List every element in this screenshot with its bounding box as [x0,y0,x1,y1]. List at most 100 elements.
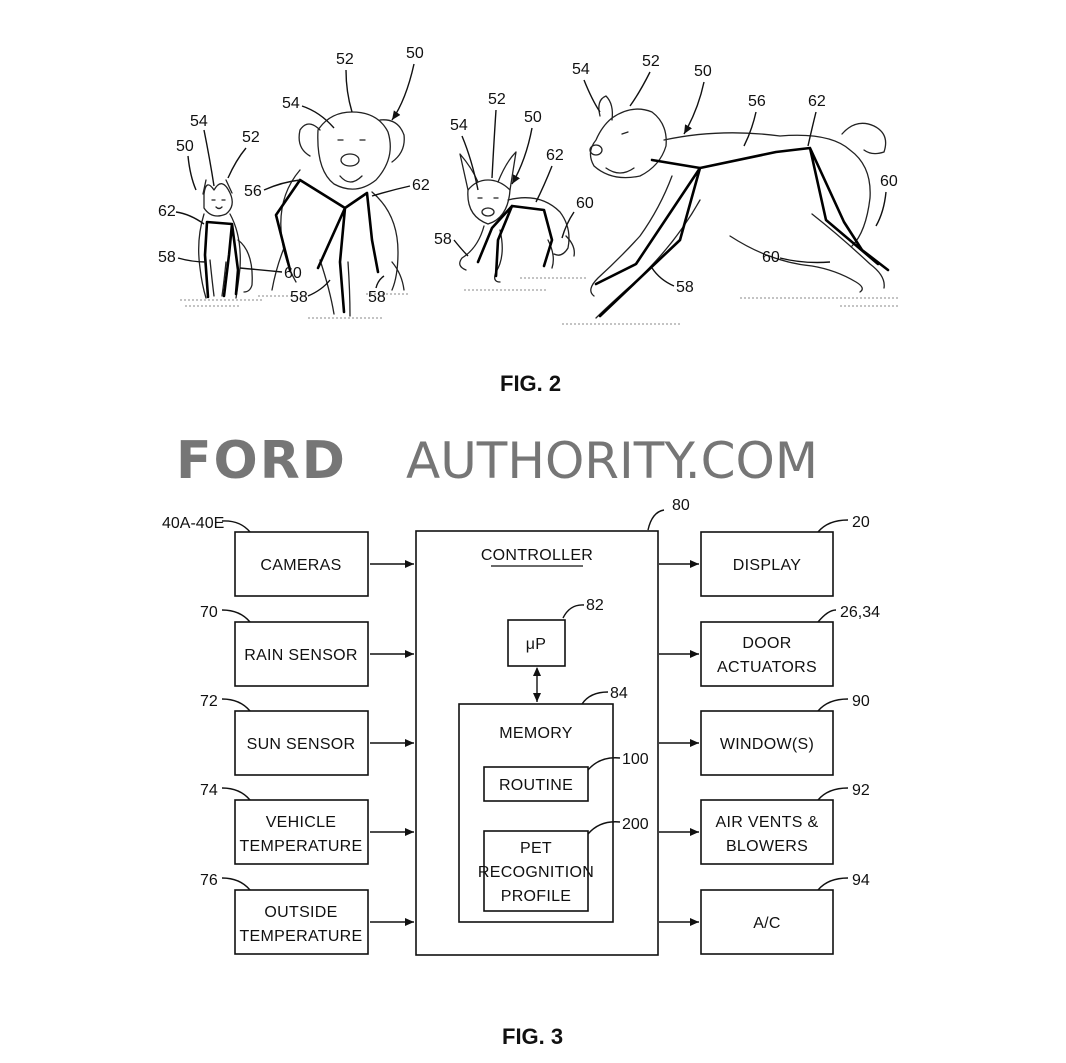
output-label-display: DISPLAY [733,557,802,574]
ref-leg: 58 [158,249,176,266]
ref-body: 56 [244,183,262,200]
output-ref-ac: 94 [852,872,870,889]
input-label-outside-temperature-1: OUTSIDE [264,904,337,921]
output-leader-door-actuators [817,609,837,623]
memory-label: MEMORY [499,725,573,742]
ref-head: 52 [642,53,660,70]
pet-profile-box [483,830,589,912]
figure-2-caption: FIG. 2 [500,371,561,396]
routine-box [483,766,589,802]
ref-leg: 58 [368,289,386,306]
input-box-cameras [234,531,369,597]
figure-3: CONTROLLER 80 μP 82 MEMORY 84 ROUTINE 10… [162,497,880,1049]
routine-leader [587,757,621,771]
output-label-air-vents-1: AIR VENTS & [716,814,819,831]
input-label-cameras: CAMERAS [260,557,341,574]
ref-skeleton: 62 [412,177,430,194]
output-box-display [700,531,834,597]
ref-head: 52 [336,51,354,68]
output-label-door-actuators-2: ACTUATORS [717,659,817,676]
ref-body: 56 [748,93,766,110]
output-box-air-vents [700,799,834,865]
routine-label: ROUTINE [499,777,573,794]
microprocessor-ref: 82 [586,597,604,614]
ref-animal: 50 [406,45,424,62]
input-ref-rain-sensor: 70 [200,604,218,621]
controller-label: CONTROLLER [481,547,593,564]
output-leader-air-vents [817,787,849,801]
input-label-vehicle-temperature-1: VEHICLE [266,814,337,831]
memory-ref: 84 [610,685,628,702]
input-ref-vehicle-temperature: 74 [200,782,218,799]
output-ref-display: 20 [852,514,870,531]
output-label-door-actuators-1: DOOR [742,635,791,652]
figure-2: 50 54 52 62 58 60 52 50 54 56 62 58 5 [158,45,898,396]
output-leader-windows [817,698,849,712]
input-blocks: CAMERAS 40A-40E RAIN SENSOR 70 SUN SENSO… [162,515,414,955]
ref-head: 52 [242,129,260,146]
input-leader-cameras [221,520,251,533]
input-leader-vehicle-temperature [221,787,251,801]
ref-animal: 50 [176,138,194,155]
input-box-outside-temperature [234,889,369,955]
output-ref-air-vents: 92 [852,782,870,799]
running-dog-sketch [562,95,898,325]
ref-face: 54 [572,61,590,78]
ref-skeleton: 62 [808,93,826,110]
input-leader-rain-sensor [221,609,251,623]
input-leader-sun-sensor [221,698,251,712]
cat-sketch [180,179,262,307]
ref-face: 54 [190,113,208,130]
output-label-air-vents-2: BLOWERS [726,838,808,855]
microprocessor-leader [562,604,585,619]
ref-leg: 58 [290,289,308,306]
pet-profile-line3: PROFILE [501,888,572,905]
ref-head: 52 [488,91,506,108]
microprocessor-box [507,619,566,667]
ref-leg: 58 [676,279,694,296]
input-box-vehicle-temperature [234,799,369,865]
input-ref-sun-sensor: 72 [200,693,218,710]
ref-leg: 58 [434,231,452,248]
pet-profile-leader [587,821,621,835]
output-label-ac: A/C [753,915,781,932]
output-box-ac [700,889,834,955]
figure-3-caption: FIG. 3 [502,1024,563,1049]
input-label-outside-temperature-2: TEMPERATURE [239,928,362,945]
pet-profile-ref: 200 [622,816,649,833]
input-label-vehicle-temperature-2: TEMPERATURE [239,838,362,855]
input-label-rain-sensor: RAIN SENSOR [244,647,358,664]
ref-skeleton: 62 [546,147,564,164]
output-box-door-actuators [700,621,834,687]
input-ref-cameras: 40A-40E [162,515,224,532]
fig2-reference-numerals: 50 54 52 62 58 60 52 50 54 56 62 58 5 [158,45,898,306]
pet-profile-line1: PET [520,840,552,857]
ref-hind-leg: 60 [762,249,780,266]
input-label-sun-sensor: SUN SENSOR [247,736,356,753]
controller-ref: 80 [672,497,690,514]
ref-skeleton: 62 [158,203,176,220]
ref-face: 54 [282,95,300,112]
input-leader-outside-temperature [221,877,251,891]
output-leader-ac [817,877,849,891]
memory-leader [581,691,609,705]
ref-hind-leg: 60 [576,195,594,212]
input-box-rain-sensor [234,621,369,687]
output-ref-door-actuators: 26,34 [840,604,880,621]
routine-ref: 100 [622,751,649,768]
watermark: FORD AUTHORITY.COM [176,431,818,491]
output-blocks: DISPLAY 20 DOOR ACTUATORS 26,34 WINDOW(S… [659,514,880,955]
pet-profile-line2: RECOGNITION [478,864,594,881]
output-box-windows [700,710,834,776]
input-ref-outside-temperature: 76 [200,872,218,889]
input-box-sun-sensor [234,710,369,776]
ref-hind-leg: 60 [284,265,302,282]
watermark-brand: FORD [176,431,347,491]
watermark-site: AUTHORITY.COM [406,432,818,490]
ref-animal: 50 [524,109,542,126]
controller-leader [647,509,665,531]
output-leader-display [817,519,849,533]
ref-hind-leg: 60 [880,173,898,190]
ref-face: 54 [450,117,468,134]
